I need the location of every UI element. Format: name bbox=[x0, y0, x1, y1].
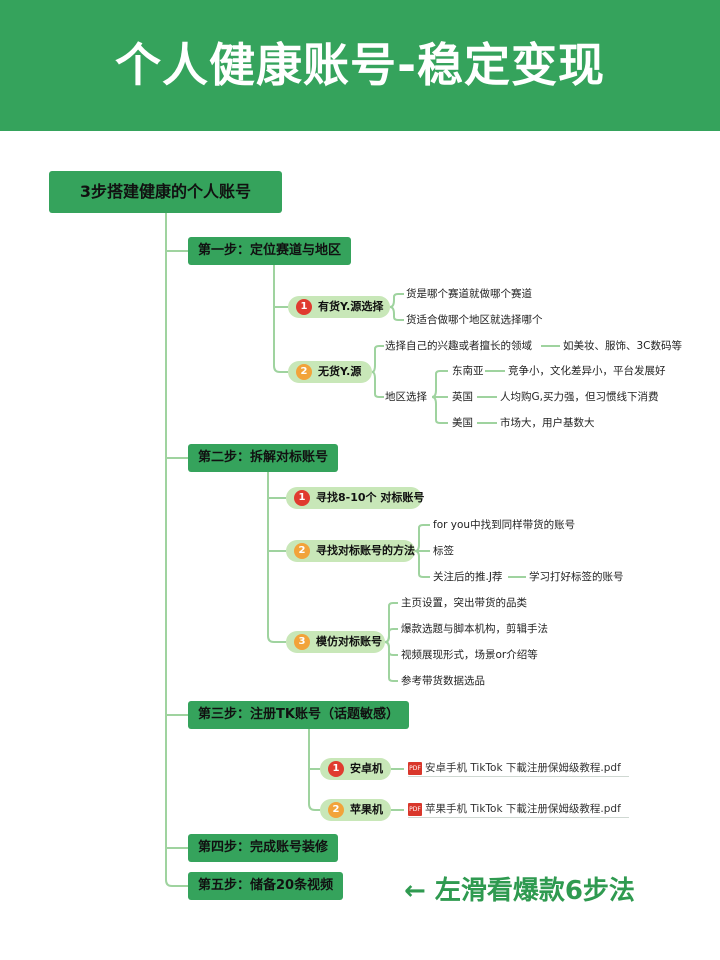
badge-3: 3 bbox=[294, 634, 310, 650]
region-name: 英国 bbox=[452, 391, 473, 403]
pdf-icon: PDF bbox=[408, 761, 422, 775]
mindmap-root: 3步搭建健康的个人账号 bbox=[49, 171, 282, 213]
leaf-text: 选择自己的兴趣或者擅长的领域 bbox=[385, 340, 532, 352]
leaf-text: 主页设置，突出带货的品类 bbox=[401, 597, 527, 609]
step-3-sub-1: 1 安卓机 bbox=[320, 758, 391, 780]
sub-label: 有货Y.源选择 bbox=[318, 300, 384, 313]
pdf-filename: 安卓手机 TikTok 下載注册保姆级教程.pdf bbox=[425, 762, 621, 774]
sub-label: 苹果机 bbox=[350, 803, 383, 816]
region-name: 东南亚 bbox=[452, 365, 484, 377]
leaf-text: 地区选择 bbox=[385, 391, 427, 403]
leaf-text: 货是哪个赛道就做哪个赛道 bbox=[406, 288, 532, 300]
step-1-sub-2: 2 无货Y.源 bbox=[288, 361, 372, 383]
leaf-text: 标签 bbox=[433, 545, 454, 557]
sub-label: 安卓机 bbox=[350, 762, 383, 775]
page-title: 个人健康账号-稳定变现 bbox=[114, 38, 606, 92]
step-3-sub-2: 2 苹果机 bbox=[320, 799, 391, 821]
pdf-filename: 苹果手机 TikTok 下載注册保姆级教程.pdf bbox=[425, 803, 621, 815]
step-5-node: 第五步：储备20条视频 bbox=[188, 872, 344, 900]
leaf-text: 关注后的推.J荐 bbox=[433, 571, 503, 583]
step-1-node: 第一步：定位赛道与地区 bbox=[188, 237, 352, 265]
region-desc: 市场大，用户基数大 bbox=[500, 417, 595, 429]
leaf-text: 货适合做哪个地区就选择哪个 bbox=[406, 314, 543, 326]
step-4-node: 第四步：完成账号装修 bbox=[188, 834, 339, 862]
header-banner: 个人健康账号-稳定变现 bbox=[0, 0, 720, 131]
sub-label: 寻找对标账号的方法 bbox=[316, 544, 415, 557]
region-desc: 人均购G,买力强，但习惯线下消费 bbox=[500, 391, 659, 403]
step-2-sub-3: 3 模仿对标账号 bbox=[286, 631, 385, 653]
step-2-sub-2: 2 寻找对标账号的方法 bbox=[286, 540, 415, 562]
sub-label: 无货Y.源 bbox=[318, 365, 362, 378]
badge-1: 1 bbox=[294, 490, 310, 506]
step-2-node: 第二步：拆解对标账号 bbox=[188, 444, 339, 472]
pdf-icon: PDF bbox=[408, 802, 422, 816]
sub-label: 寻找8-10个 对标账号 bbox=[316, 491, 425, 504]
leaf-text: 学习打好标签的账号 bbox=[529, 571, 624, 583]
step-1-sub-1: 1 有货Y.源选择 bbox=[288, 296, 390, 318]
swipe-hint[interactable]: ← 左滑看爆款6步法 bbox=[404, 876, 635, 906]
badge-1: 1 bbox=[296, 299, 312, 315]
leaf-text: 爆款选题与脚本机构，剪辑手法 bbox=[401, 623, 548, 635]
badge-1: 1 bbox=[328, 761, 344, 777]
region-desc: 竞争小，文化差异小，平台发展好 bbox=[508, 365, 666, 377]
leaf-text: 视频展现形式，场景or介绍等 bbox=[401, 649, 538, 661]
region-name: 美国 bbox=[452, 417, 473, 429]
leaf-text: 如美妆、服饰、3C数码等 bbox=[563, 340, 683, 352]
badge-2: 2 bbox=[328, 802, 344, 818]
sub-label: 模仿对标账号 bbox=[316, 635, 382, 648]
badge-2: 2 bbox=[294, 543, 310, 559]
step-3-node: 第三步：注册TK账号（话题敏感） bbox=[188, 701, 409, 729]
leaf-text: for you中找到同样带货的账号 bbox=[433, 519, 576, 531]
badge-2: 2 bbox=[296, 364, 312, 380]
leaf-text: 参考带货数据选品 bbox=[401, 675, 485, 687]
step-2-sub-1: 1 寻找8-10个 对标账号 bbox=[286, 487, 425, 509]
